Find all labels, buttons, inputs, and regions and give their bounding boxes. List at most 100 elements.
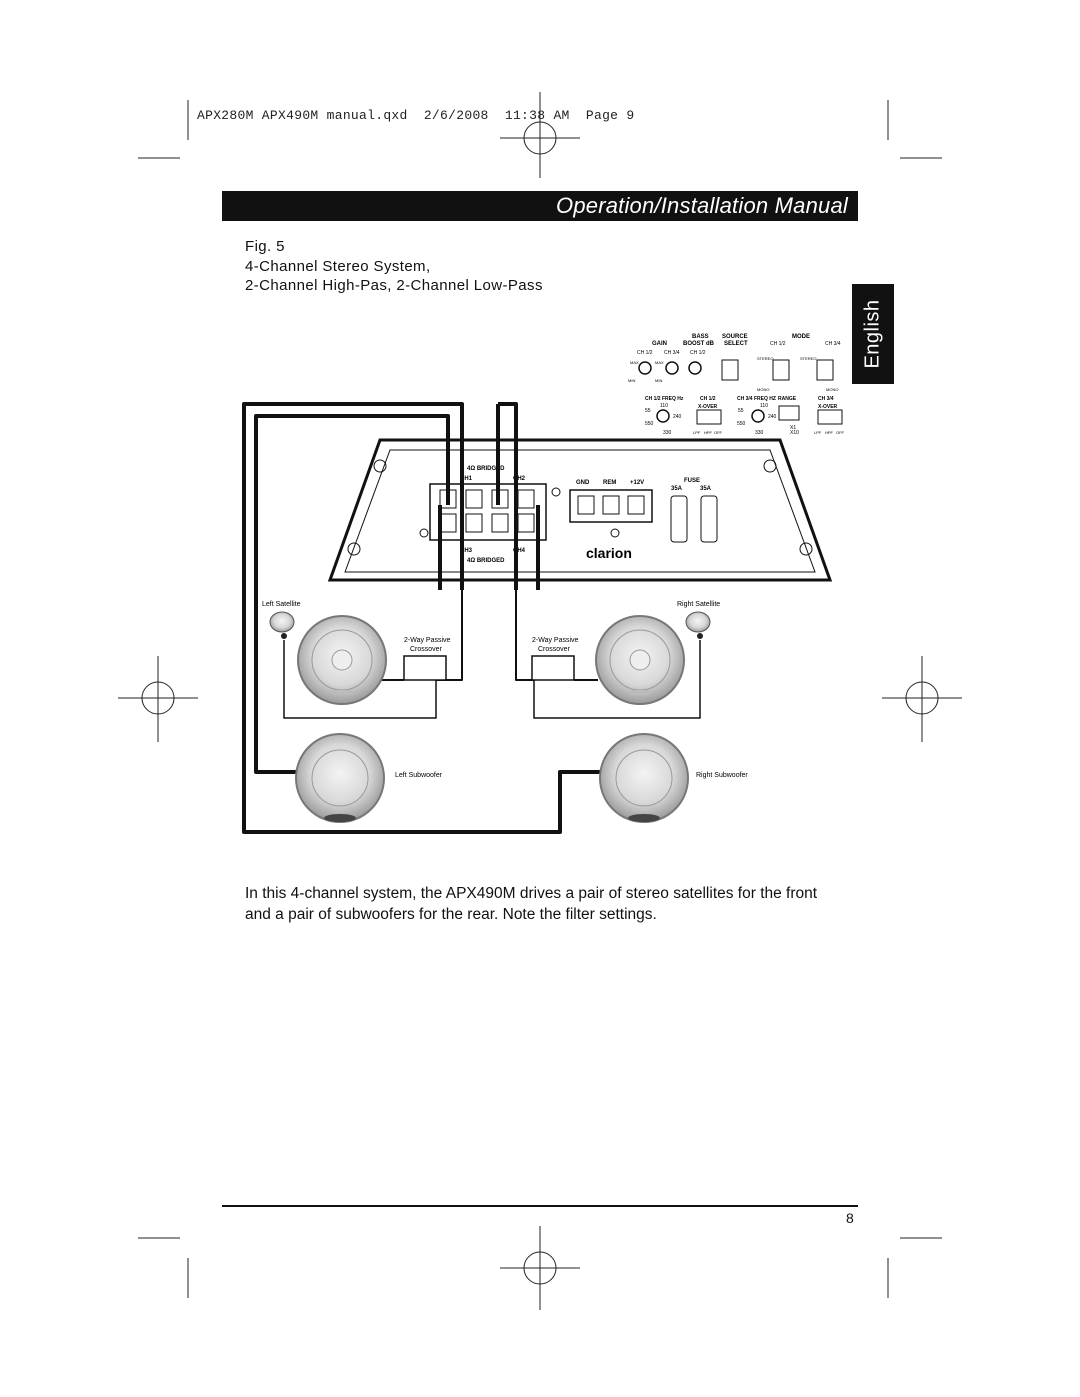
label-mono-1: MONO	[757, 387, 769, 392]
label-boost: BOOST dB	[683, 341, 715, 347]
label-mode-ch12: CH 1/2	[770, 341, 786, 347]
v12-label: +12V	[630, 480, 644, 486]
label-f110-2: 110	[760, 403, 768, 409]
fuse-b-label: 35A	[700, 486, 712, 492]
right-subwoofer-label: Right Subwoofer	[696, 772, 748, 779]
fuse-a-label: 35A	[671, 486, 683, 492]
right-crossover-label1: 2-Way Passive	[532, 637, 579, 644]
label-f330-1: 330	[663, 430, 672, 436]
label-gain-ch12: CH 1/2	[637, 350, 653, 356]
ch4-label: CH4	[513, 548, 526, 554]
language-tab: English	[852, 284, 894, 384]
body-paragraph: In this 4-channel system, the APX490M dr…	[245, 885, 818, 923]
label-max-2: MAX	[655, 360, 664, 365]
bridged-bottom-label: 4Ω BRIDGED	[467, 558, 505, 564]
wiring-diagram: BASS SOURCE MODE GAIN BOOST dB SELECT CH…	[242, 334, 845, 834]
gain-knob-ch34	[665, 361, 679, 375]
freq-knob-ch12	[656, 409, 670, 423]
brand-logo: clarion	[586, 545, 632, 561]
label-min-2: MIN	[655, 378, 662, 383]
ch1-label: CH1	[460, 476, 473, 482]
right-tweeter-icon	[685, 611, 711, 639]
footer-rule	[222, 1205, 858, 1207]
left-satellite-label: Left Satellite	[262, 601, 301, 608]
right-crossover-label2: Crossover	[538, 646, 571, 653]
label-xover-ch12: CH 1/2	[700, 396, 716, 402]
label-x1: X1	[790, 425, 796, 431]
mode-switch-ch34	[816, 359, 834, 381]
label-f550-1: 550	[645, 421, 654, 427]
ch2-label: CH2	[513, 476, 526, 482]
label-bass: BASS	[692, 334, 709, 340]
label-f55-1: 55	[645, 408, 651, 414]
bass-boost-knob	[688, 361, 702, 375]
left-crossover-label1: 2-Way Passive	[404, 637, 451, 644]
label-hpf-1: HPF	[704, 430, 713, 435]
bridged-top-label: 4Ω BRIDGED	[467, 466, 505, 472]
label-boost-ch12: CH 1/2	[690, 350, 706, 356]
amp-control-panel: BASS SOURCE MODE GAIN BOOST dB SELECT CH…	[628, 334, 845, 436]
label-hpf-2: HPF	[825, 430, 834, 435]
label-f240-1: 240	[673, 414, 682, 420]
figure-title-line2: 2-Channel High-Pas, 2-Channel Low-Pass	[245, 277, 543, 294]
label-min-1: MIN	[628, 378, 635, 383]
label-f240-2: 240	[768, 414, 777, 420]
label-off-2: OFF	[836, 430, 845, 435]
left-subwoofer-label: Left Subwoofer	[395, 772, 443, 779]
label-mono-2: MONO	[826, 387, 838, 392]
right-subwoofer-icon	[599, 733, 689, 823]
gain-knob-ch12	[638, 361, 652, 375]
right-crossover-box	[531, 655, 575, 681]
label-freq34: CH 3/4 FREQ HZ	[737, 396, 776, 402]
banner-title: Operation/Installation Manual	[556, 193, 848, 218]
right-satellite-label: Right Satellite	[677, 601, 720, 608]
speaker-wires	[242, 402, 701, 834]
label-stereo-1: STEREO	[757, 356, 773, 361]
label-f550-2: 550	[737, 421, 746, 427]
figure-number: Fig. 5	[245, 238, 285, 255]
label-range: RANGE	[778, 396, 797, 402]
label-f330-2: 330	[755, 430, 764, 436]
left-midrange-speaker-icon	[297, 615, 387, 705]
print-slug: APX280M APX490M manual.qxd 2/6/2008 11:3…	[197, 108, 635, 123]
left-crossover-box	[403, 655, 447, 681]
left-subwoofer-icon	[295, 733, 385, 823]
ch3-label: CH3	[460, 548, 473, 554]
label-f55-2: 55	[738, 408, 744, 414]
amplifier: 4Ω BRIDGED CH1 CH2 CH3 CH4 4Ω BRIDGED GN…	[327, 438, 833, 582]
label-mode: MODE	[792, 334, 810, 340]
right-midrange-speaker-icon	[595, 615, 685, 705]
label-max-1: MAX	[630, 360, 639, 365]
label-xover-34: X-OVER	[818, 404, 838, 410]
range-switch	[778, 405, 800, 421]
gnd-label: GND	[576, 480, 590, 486]
section-banner: Operation/Installation Manual	[222, 191, 858, 221]
label-f110-1: 110	[660, 403, 668, 409]
label-xover-12: X-OVER	[698, 404, 718, 410]
fuse-label: FUSE	[684, 478, 700, 484]
page-number: 8	[846, 1210, 854, 1226]
label-gain-ch34: CH 3/4	[664, 350, 680, 356]
label-mode-ch34: CH 3/4	[825, 341, 841, 347]
label-source: SOURCE	[722, 334, 748, 340]
figure-title-line1: 4-Channel Stereo System,	[245, 258, 431, 275]
language-tab-label: English	[861, 299, 884, 369]
left-tweeter-icon	[269, 611, 295, 639]
label-lpf-2: LPF	[814, 430, 822, 435]
xover-switch-ch34	[817, 409, 843, 425]
label-x10: X10	[790, 430, 799, 436]
rem-label: REM	[603, 480, 616, 486]
left-crossover-label2: Crossover	[410, 646, 443, 653]
freq-knob-ch34	[751, 409, 765, 423]
label-off-1: OFF	[714, 430, 723, 435]
mode-switch-ch12	[772, 359, 790, 381]
label-gain: GAIN	[652, 341, 667, 347]
label-lpf-1: LPF	[693, 430, 701, 435]
label-stereo-2: STEREO	[800, 356, 816, 361]
label-xover-ch34: CH 3/4	[818, 396, 834, 402]
label-select: SELECT	[724, 341, 748, 347]
xover-switch-ch12	[696, 409, 722, 425]
source-switch	[721, 359, 739, 381]
label-freq12: CH 1/2 FREQ Hz	[645, 396, 684, 402]
